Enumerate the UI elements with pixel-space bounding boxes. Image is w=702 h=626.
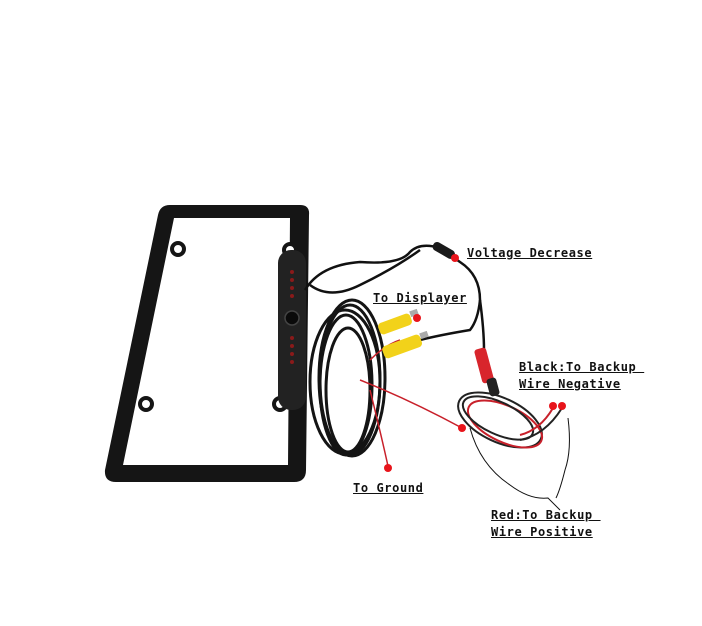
label-red-line1: Red:To Backup bbox=[491, 508, 601, 522]
voltage-module bbox=[432, 242, 455, 259]
callout-markers bbox=[384, 254, 566, 472]
label-red-line2: Wire Positive bbox=[491, 525, 593, 539]
label-voltage-decrease: Voltage Decrease bbox=[467, 246, 593, 260]
ir-leds bbox=[290, 270, 294, 364]
callout-lines bbox=[469, 417, 570, 511]
rca-connectors bbox=[378, 308, 429, 359]
label-to-displayer: To Displayer bbox=[373, 291, 467, 305]
cable-coil bbox=[308, 298, 387, 458]
camera-bar bbox=[278, 250, 306, 410]
mount-hole bbox=[170, 241, 186, 257]
mount-hole bbox=[138, 396, 154, 412]
license-plate-frame bbox=[104, 205, 310, 482]
red-wires bbox=[359, 339, 463, 467]
label-black-line1: Black:To Backup bbox=[519, 360, 645, 374]
camera-lens bbox=[284, 310, 300, 326]
label-to-ground: To Ground bbox=[353, 481, 424, 495]
power-connector-tail bbox=[486, 377, 500, 397]
power-connector bbox=[474, 347, 494, 384]
power-wire-coil bbox=[457, 391, 563, 449]
label-black-line2: Wire Negative bbox=[519, 377, 621, 391]
